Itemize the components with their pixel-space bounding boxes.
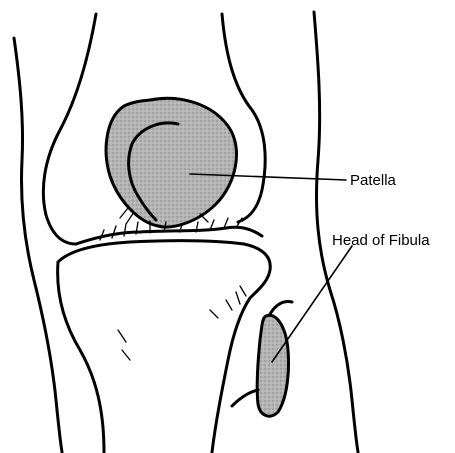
left-skin-outline xyxy=(14,38,62,452)
fibula-shaft xyxy=(270,302,292,315)
fibula-head-shape xyxy=(257,315,288,416)
femur-right-outline xyxy=(222,14,265,222)
fibula-leader-line xyxy=(272,246,352,362)
tibia-outline xyxy=(58,241,270,452)
head-of-fibula-label: Head of Fibula xyxy=(332,233,430,248)
fibula-inner-line xyxy=(232,390,258,406)
patella-label: Patella xyxy=(350,173,396,188)
tibia-hatching xyxy=(118,286,246,360)
femur-left-outline xyxy=(43,14,96,244)
patella-shape xyxy=(106,98,236,227)
tibia-left-edge xyxy=(58,262,104,452)
